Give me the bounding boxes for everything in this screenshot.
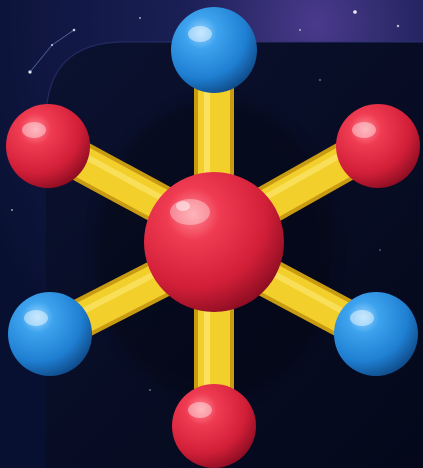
atom-top-blue <box>171 7 257 93</box>
atoms <box>6 7 420 468</box>
constellation-line <box>29 29 75 73</box>
atom-upper-left-red <box>6 104 90 188</box>
atom-upper-right-red <box>336 104 420 188</box>
atom-lower-left-blue <box>8 292 92 376</box>
atom-lower-right-blue <box>334 292 418 376</box>
atom-center-red <box>144 172 284 312</box>
atom-bottom-red <box>172 384 256 468</box>
